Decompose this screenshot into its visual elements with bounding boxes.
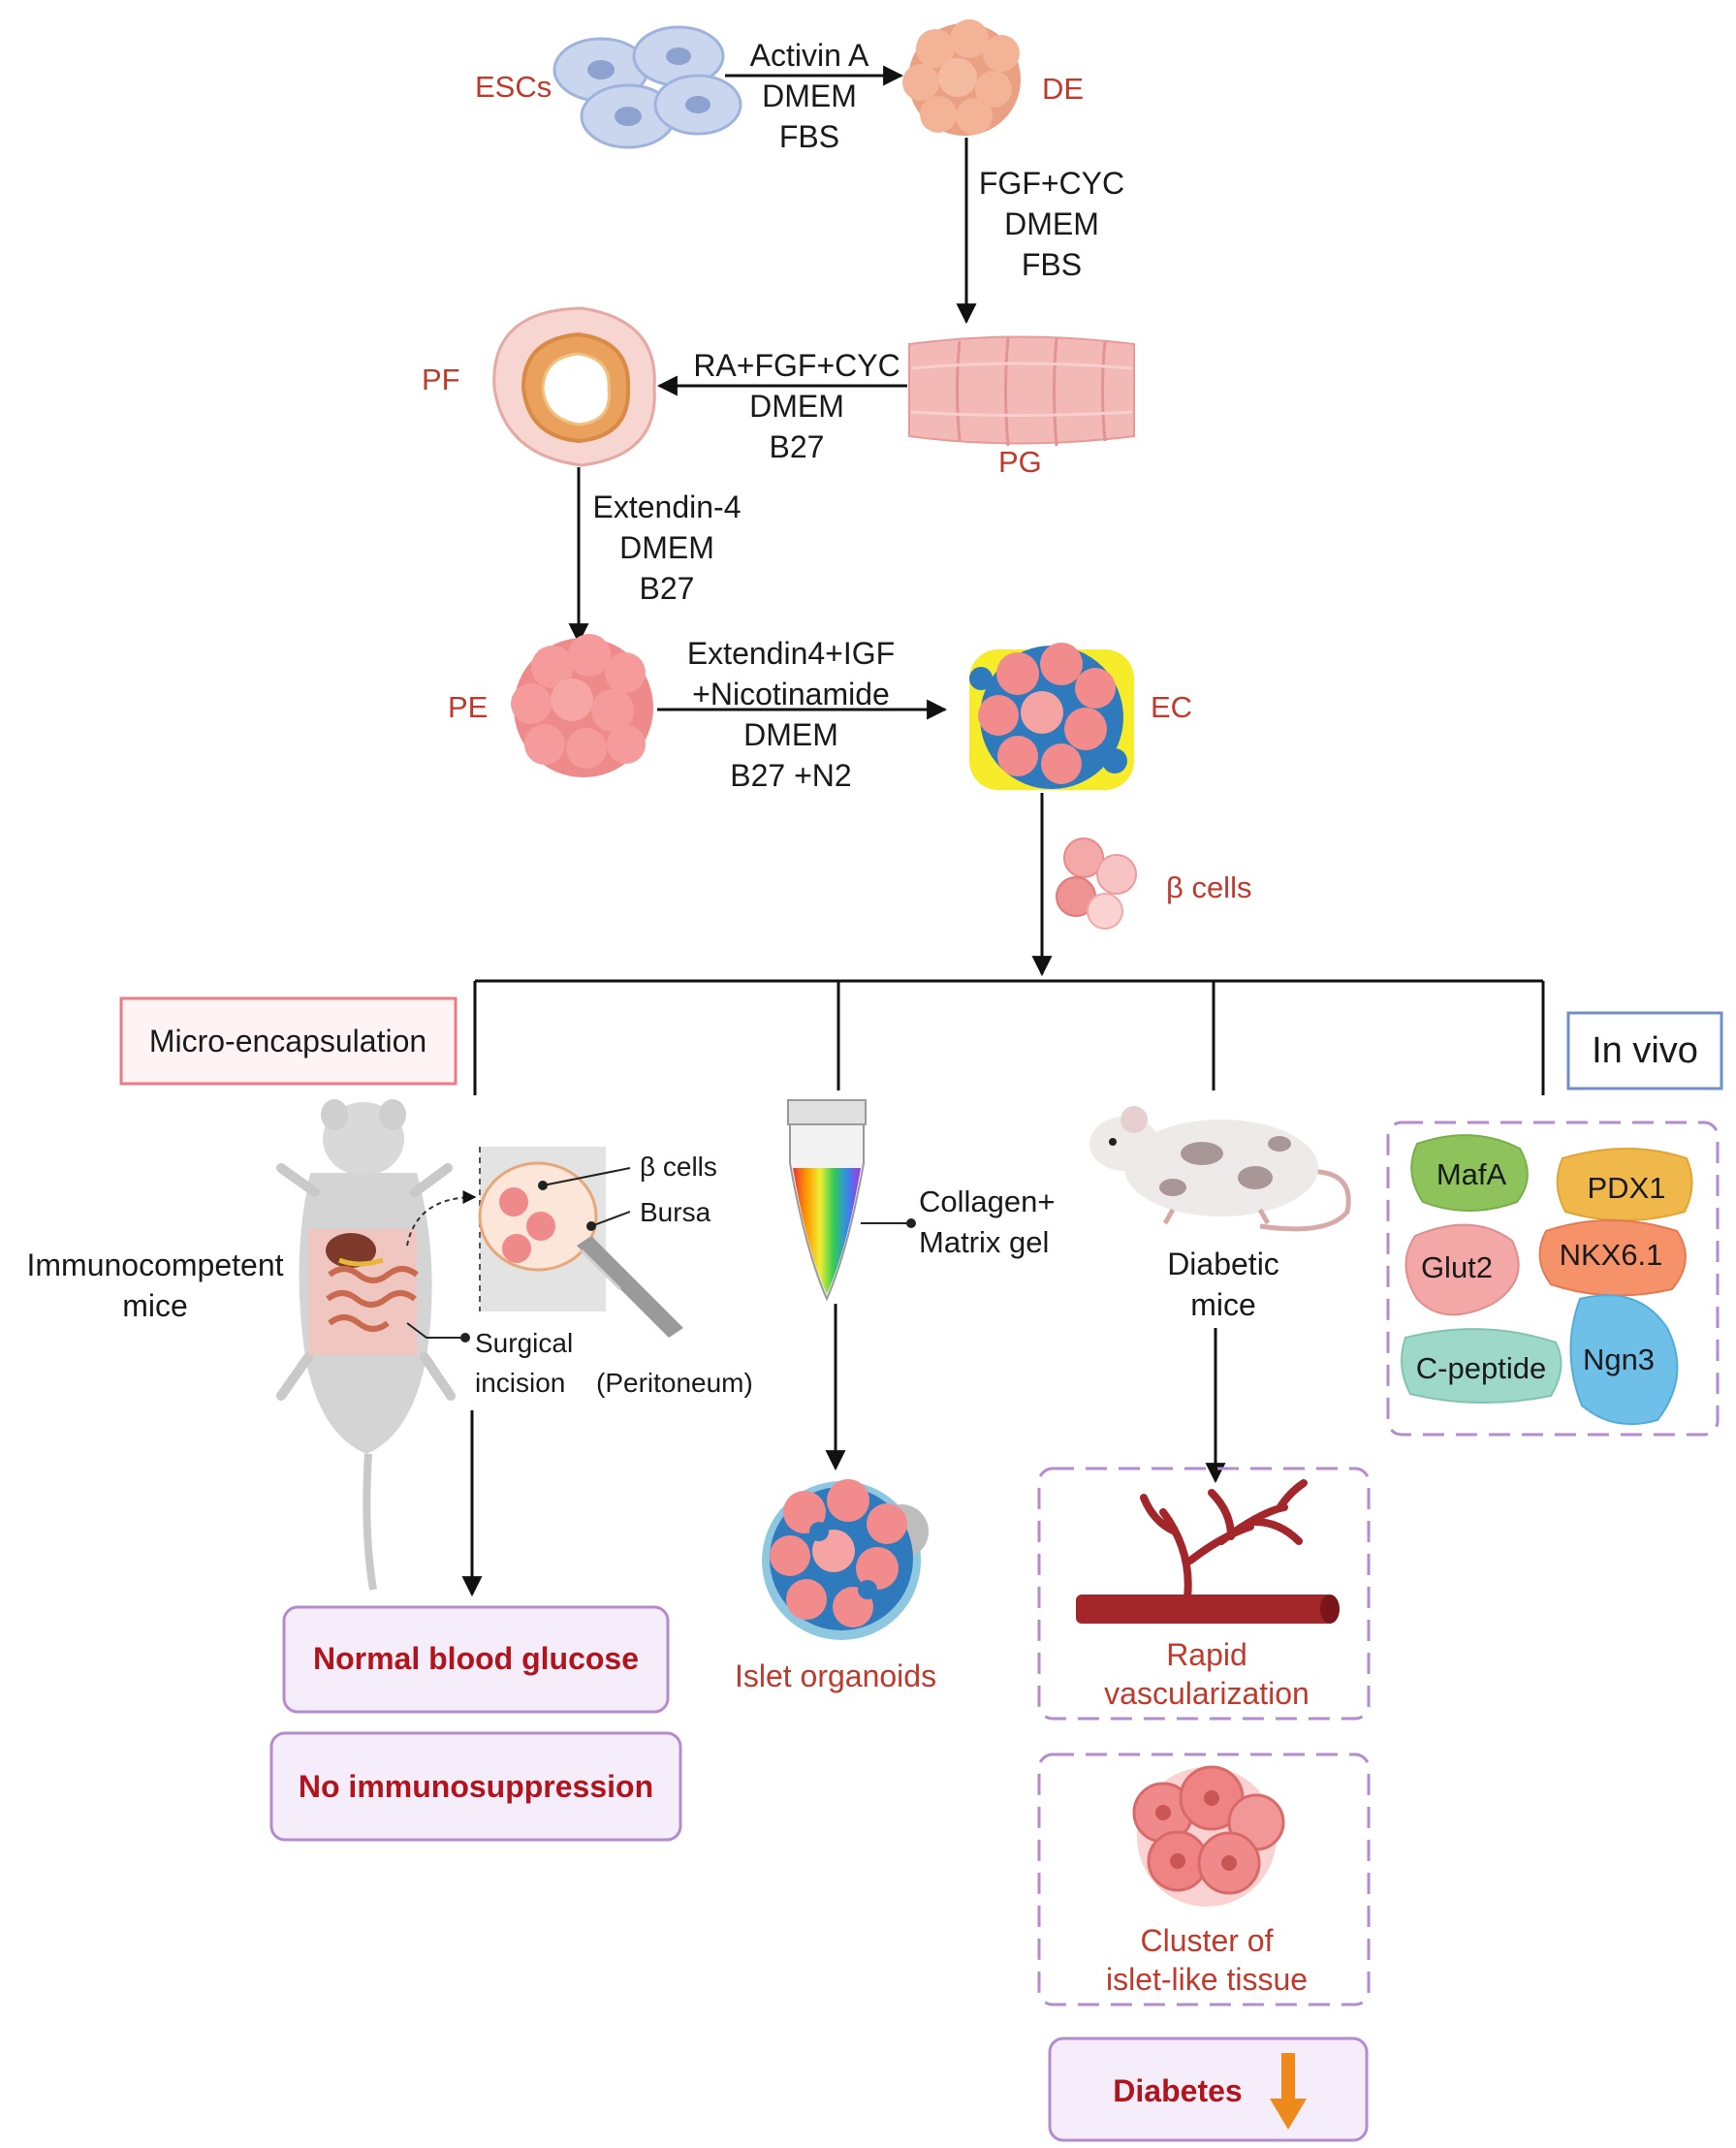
diabetic-mouse-illustration xyxy=(1089,1106,1351,1232)
islet-tissue-line1: Cluster of xyxy=(1141,1923,1274,1958)
step1-line1: Activin A xyxy=(750,38,869,73)
islet-tissue-box xyxy=(1037,1753,1371,2006)
vascularization-line2: vascularization xyxy=(1104,1676,1310,1711)
marker-pdx1: PDX1 xyxy=(1588,1171,1666,1205)
pg-gut-tube-illustration xyxy=(908,335,1135,447)
marker-nkx61: NKX6.1 xyxy=(1560,1238,1663,1272)
incision-leader xyxy=(406,1322,465,1339)
marker-c-peptide: C-peptide xyxy=(1416,1351,1546,1385)
beta-cells-label: β cells xyxy=(1166,870,1251,904)
surgical-incision-line2: incision xyxy=(475,1368,565,1398)
micro-encapsulation-box xyxy=(119,996,458,1086)
step5-line4: B27 +N2 xyxy=(730,758,851,793)
immunocompetent-mice-line2: mice xyxy=(122,1288,188,1323)
de-cluster-illustration xyxy=(902,19,1021,136)
step2-line3: FBS xyxy=(1022,247,1082,282)
esc-label: ESCs xyxy=(475,70,552,104)
matrix-leader-dot xyxy=(906,1218,916,1228)
micro-encapsulation-label: Micro-encapsulation xyxy=(149,1024,426,1058)
bursa-leader-dot xyxy=(586,1221,596,1231)
islet-organoid-illustration xyxy=(762,1479,929,1640)
step3-line1: RA+FGF+CYC xyxy=(693,348,900,383)
pe-cluster-illustration xyxy=(511,634,653,777)
marker-glut2: Glut2 xyxy=(1421,1250,1493,1284)
vascularization-line1: Rapid xyxy=(1166,1637,1247,1672)
outcome-no-immunosuppression: No immunosuppression xyxy=(299,1769,653,1804)
immunocompetent-mouse-illustration xyxy=(276,1099,456,1591)
immunocompetent-mice-line1: Immunocompetent xyxy=(26,1248,283,1282)
blood-vessel-illustration xyxy=(1076,1479,1340,1624)
inset-beta-cells-label: β cells xyxy=(640,1152,717,1182)
markers-blobs xyxy=(1401,1134,1693,1426)
beta-cells-leader-dot xyxy=(538,1181,548,1190)
islet-tissue-cluster-illustration xyxy=(1132,1765,1285,1907)
step2-line2: DMEM xyxy=(1004,206,1099,241)
pg-label: PG xyxy=(998,445,1042,479)
bursa-label: Bursa xyxy=(640,1197,711,1227)
peritoneum-label: (Peritoneum) xyxy=(596,1368,753,1398)
ec-label: EC xyxy=(1151,690,1192,724)
step4-line2: DMEM xyxy=(619,530,714,565)
step2-line1: FGF+CYC xyxy=(979,166,1124,201)
marker-ngn3: Ngn3 xyxy=(1583,1342,1655,1376)
inset-pointer-arrow xyxy=(406,1190,477,1247)
pf-label: PF xyxy=(422,363,460,396)
diabetic-mice-line1: Diabetic xyxy=(1167,1247,1279,1281)
islet-organoids-label: Islet organoids xyxy=(735,1658,936,1693)
in-vivo-box xyxy=(1566,1011,1723,1090)
matrix-line1: Collagen+ xyxy=(919,1185,1055,1218)
outcome-normal-glucose: Normal blood glucose xyxy=(313,1641,639,1676)
step4-line1: Extendin-4 xyxy=(593,490,742,524)
step1-line2: DMEM xyxy=(762,79,857,113)
step3-line2: DMEM xyxy=(749,389,844,424)
gel-tube-illustration xyxy=(787,1099,867,1302)
bursa-leader xyxy=(590,1211,631,1227)
outcome-normal-glucose-box xyxy=(282,1605,670,1714)
step3-line3: B27 xyxy=(770,429,825,464)
diabetic-mice-line2: mice xyxy=(1190,1287,1256,1322)
step4-line3: B27 xyxy=(640,571,695,606)
vascularization-box xyxy=(1037,1467,1371,1721)
in-vivo-label: In vivo xyxy=(1592,1030,1698,1071)
pe-label: PE xyxy=(448,690,488,724)
beta-cells-illustration xyxy=(1056,837,1137,930)
step1-line3: FBS xyxy=(779,119,839,154)
pf-foregut-illustration xyxy=(492,306,656,467)
markers-box xyxy=(1386,1121,1720,1437)
beta-cells-leader xyxy=(542,1167,631,1186)
step5-line3: DMEM xyxy=(743,717,838,752)
incision-leader-dot xyxy=(460,1333,470,1342)
outcome-no-immunosuppression-box xyxy=(269,1731,682,1842)
step5-line1: Extendin4+IGF xyxy=(687,636,895,671)
diabetes-label: Diabetes xyxy=(1113,2073,1242,2108)
esc-cells-illustration xyxy=(552,25,742,149)
de-label: DE xyxy=(1042,72,1084,106)
down-arrow-icon xyxy=(1270,2053,1307,2130)
islet-tissue-line2: islet-like tissue xyxy=(1106,1962,1308,1997)
step5-line2: +Nicotinamide xyxy=(692,677,890,711)
matrix-line2: Matrix gel xyxy=(919,1225,1049,1259)
ec-cluster-illustration xyxy=(969,643,1134,790)
bursa-illustration xyxy=(478,1161,683,1338)
marker-mafa: MafA xyxy=(1436,1157,1507,1191)
surgical-incision-line1: Surgical xyxy=(475,1328,573,1358)
